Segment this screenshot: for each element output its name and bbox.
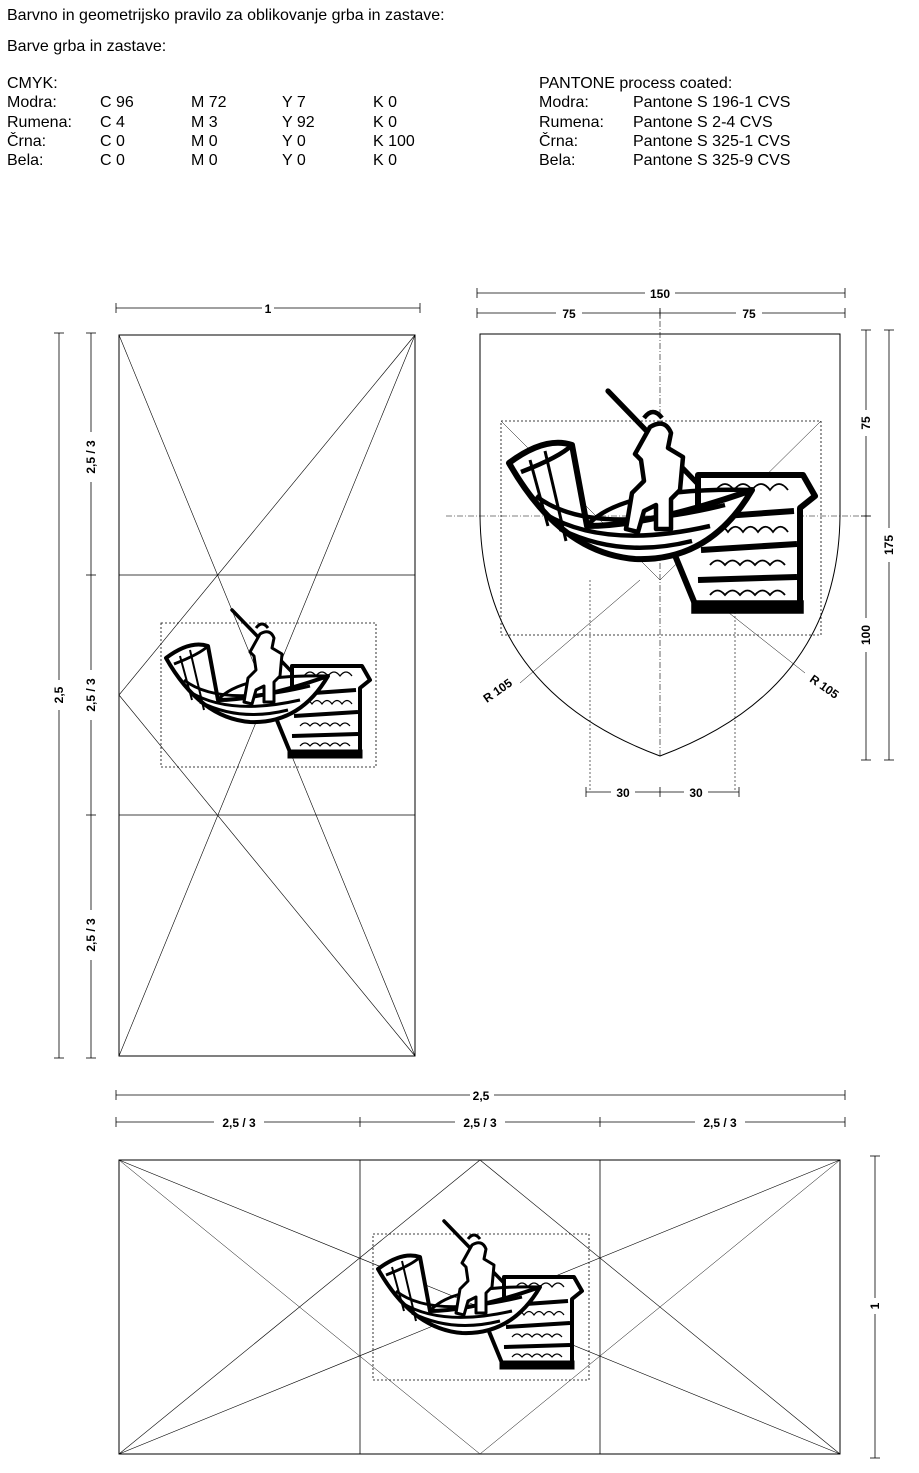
magenta-value: M 3 [191, 114, 218, 131]
dim-label: 2,5 / 3 [703, 1116, 737, 1130]
magenta-value: M 72 [191, 94, 227, 111]
colors-subtitle: Barve grba in zastave: [7, 38, 167, 55]
cyan-value: C 4 [100, 114, 125, 131]
dim-label: 2,5 / 3 [463, 1116, 497, 1130]
pantone-value: Pantone S 196-1 CVS [633, 94, 791, 111]
cyan-value: C 0 [100, 133, 125, 150]
black-value: K 0 [373, 94, 398, 111]
magenta-value: M 0 [191, 152, 218, 169]
cyan-value: C 0 [100, 152, 125, 169]
black-value: K 0 [373, 152, 398, 169]
dim-label: 100 [859, 625, 873, 645]
yellow-value: Y 0 [282, 152, 306, 169]
color-name: Bela: [539, 152, 576, 169]
shield-construction [446, 310, 870, 792]
yellow-value: Y 0 [282, 133, 306, 150]
dim-label: 1 [265, 302, 272, 316]
dim-label: 2,5 / 3 [84, 678, 98, 712]
dim-label: 2,5 [473, 1089, 490, 1103]
pantone-value: Pantone S 2-4 CVS [633, 114, 773, 131]
cyan-value: C 96 [100, 94, 134, 111]
color-name: Rumena: [7, 114, 72, 131]
pantone-value: Pantone S 325-1 CVS [633, 133, 791, 150]
pantone-value: Pantone S 325-9 CVS [633, 152, 791, 169]
cmyk-title: CMYK: [7, 75, 58, 92]
color-name: Rumena: [539, 114, 604, 131]
color-name: Črna: [539, 133, 579, 150]
dim-label: 75 [859, 416, 873, 430]
dim-label: 150 [650, 287, 670, 301]
dim-label: 2,5 / 3 [222, 1116, 256, 1130]
color-name: Črna: [7, 133, 47, 150]
vertical-flag [118, 334, 416, 1057]
dim-label: 2,5 / 3 [84, 918, 98, 952]
radius-label: R 105 [807, 672, 842, 702]
yellow-value: Y 92 [282, 114, 315, 131]
dim-label: 2,5 / 3 [84, 440, 98, 474]
dim-label: 30 [616, 786, 630, 800]
dim-label: 75 [742, 307, 756, 321]
pantone-title: PANTONE process coated: [539, 75, 733, 92]
black-value: K 0 [373, 114, 398, 131]
dim-label: 75 [562, 307, 576, 321]
black-value: K 100 [373, 133, 415, 150]
dim-label: 1 [868, 1302, 882, 1309]
color-name: Bela: [7, 152, 44, 169]
color-name: Modra: [7, 94, 57, 111]
dim-label: 2,5 [52, 686, 66, 703]
radius-label: R 105 [481, 676, 516, 706]
dim-label: 30 [689, 786, 703, 800]
page-title: Barvno in geometrijsko pravilo za obliko… [7, 7, 445, 24]
color-name: Modra: [539, 94, 589, 111]
yellow-value: Y 7 [282, 94, 306, 111]
horizontal-flag [118, 1159, 841, 1455]
dim-offset [585, 787, 740, 797]
magenta-value: M 0 [191, 133, 218, 150]
dim-label: 175 [882, 535, 896, 555]
